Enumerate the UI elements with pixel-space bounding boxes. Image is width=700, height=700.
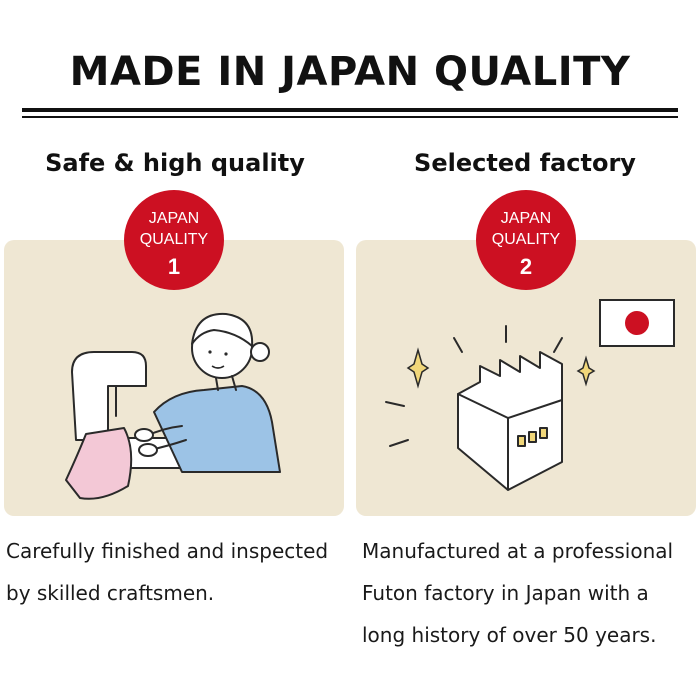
page-title: MADE IN JAPAN QUALITY bbox=[69, 49, 631, 95]
title-rule-thin bbox=[22, 116, 678, 118]
japan-quality-badge-2: JAPAN QUALITY 2 bbox=[476, 190, 576, 290]
japan-quality-badge-1: JAPAN QUALITY 1 bbox=[124, 190, 224, 290]
japan-flag-icon bbox=[599, 299, 675, 347]
column-description-selected-factory: Manufactured at a professional Futon fac… bbox=[362, 539, 674, 647]
factory-icon bbox=[385, 299, 675, 491]
person-sewing-icon bbox=[65, 312, 281, 500]
title-rule-thick bbox=[22, 108, 678, 112]
column-description-safe-quality: Carefully finished and inspected by skil… bbox=[6, 539, 329, 605]
column-heading-safe-quality: Safe & high quality bbox=[45, 149, 305, 177]
column-heading-selected-factory: Selected factory bbox=[414, 149, 636, 177]
